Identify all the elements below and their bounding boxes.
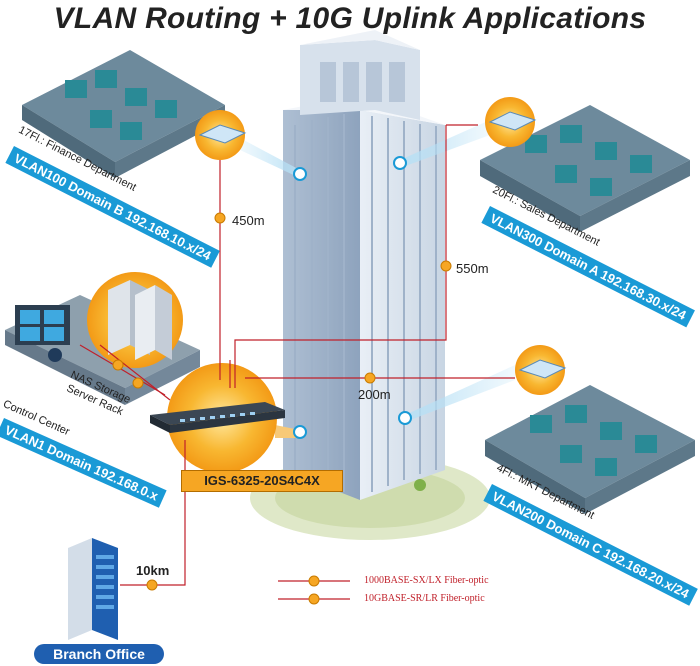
tower-ports xyxy=(293,156,412,439)
fiber-links xyxy=(79,124,515,586)
switch-device-icon xyxy=(150,402,285,433)
fiber-badges xyxy=(112,212,452,591)
beam-sales xyxy=(400,120,490,168)
branch-office-label: Branch Office xyxy=(34,644,164,664)
nas-rack-icon xyxy=(108,280,172,360)
mkt-switch-icon xyxy=(515,345,567,395)
beam-finance xyxy=(240,138,300,178)
switch-model-label: IGS-6325-20S4C4X xyxy=(181,470,343,492)
mkt-office xyxy=(485,385,695,514)
legend-10g-label: 10GBASE-SR/LR Fiber-optic xyxy=(364,593,485,604)
distance-branch: 10km xyxy=(136,563,170,578)
finance-switch-icon xyxy=(195,110,247,160)
diagram-title: VLAN Routing + 10G Uplink Applications xyxy=(53,2,647,35)
legend-1g-label: 1000BASE-SX/LX Fiber-optic xyxy=(364,575,489,586)
sales-switch-icon xyxy=(485,97,537,147)
sales-office xyxy=(480,105,690,232)
distance-finance: 450m xyxy=(232,213,265,228)
distance-mkt: 200m xyxy=(358,387,391,402)
office-tower xyxy=(283,30,445,500)
beam-mkt xyxy=(405,365,515,422)
distance-sales: 550m xyxy=(456,261,489,276)
finance-office xyxy=(22,50,225,178)
branch-building-icon xyxy=(68,538,118,640)
